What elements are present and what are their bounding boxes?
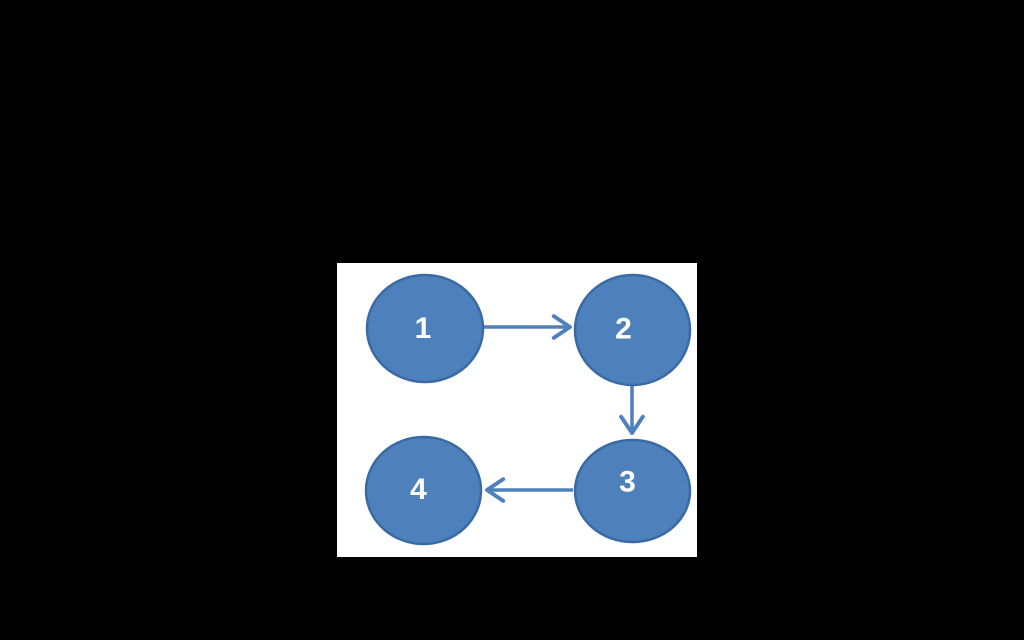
node-label-3: 3 [619, 466, 636, 499]
node-ellipse-1 [365, 273, 485, 384]
node-ellipse-2 [573, 273, 692, 387]
flow-node-1: 1 [365, 273, 485, 384]
flow-diagram: 1 2 3 4 [364, 273, 692, 546]
node-label-1: 1 [415, 312, 432, 345]
node-label-2: 2 [615, 313, 632, 346]
diagram-panel: 1 2 3 4 [337, 263, 697, 557]
flow-node-3: 3 [573, 438, 692, 544]
node-ellipse-3 [573, 438, 692, 544]
flow-node-4: 4 [364, 435, 483, 546]
node-ellipse-4 [364, 435, 483, 546]
node-label-4: 4 [410, 473, 427, 506]
flow-node-2: 2 [573, 273, 692, 387]
edges-layer [483, 314, 645, 503]
nodes-layer: 1 2 3 4 [364, 273, 692, 546]
